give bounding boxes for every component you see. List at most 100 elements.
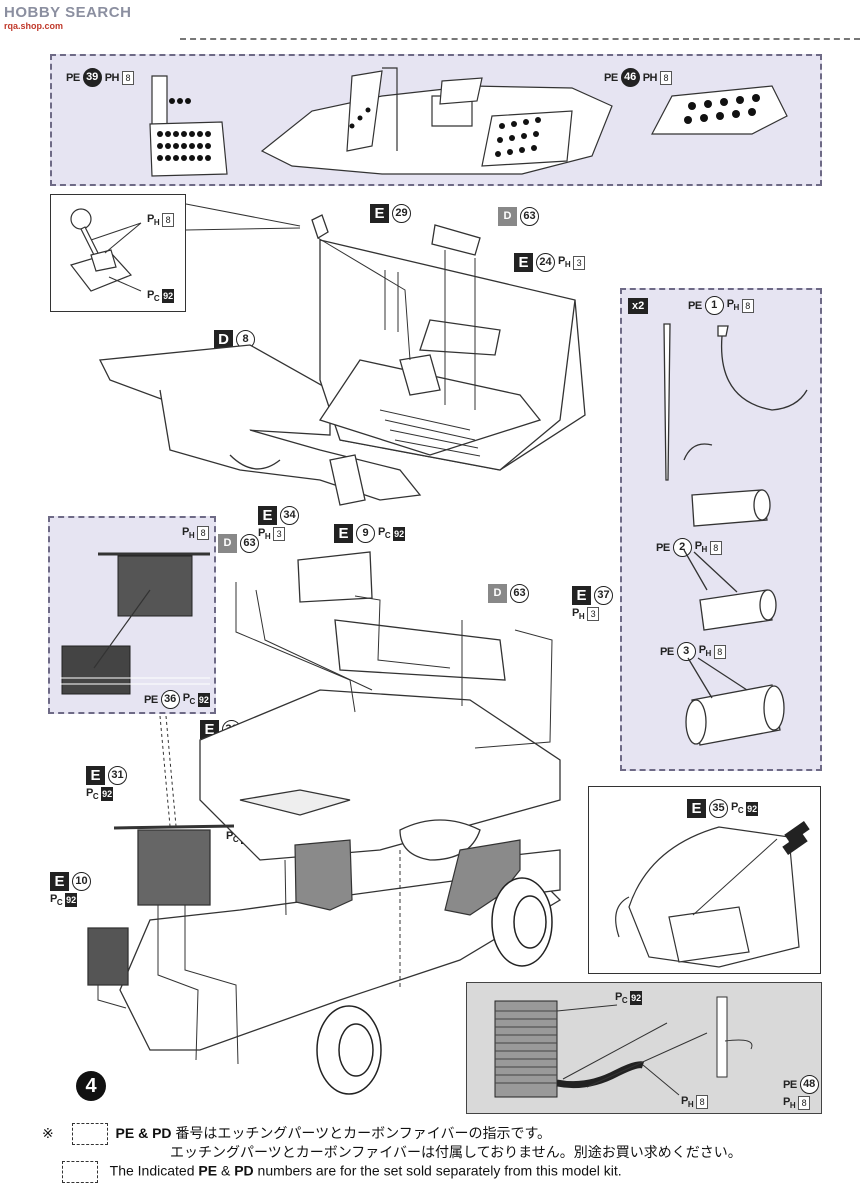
- part-number: 9: [356, 524, 375, 543]
- shifter-ph-label: PH 8: [147, 213, 175, 228]
- sprue-letter: E: [334, 524, 353, 543]
- part-number: 48: [799, 1075, 819, 1094]
- shifter-detail-frame: PH 8 PC 92: [50, 194, 186, 312]
- oil-cooler-panel: PC 92 PH 8 PE 48 PH 8: [466, 982, 822, 1114]
- paint-code: PH: [558, 255, 571, 270]
- footnote-line-2: エッチングパーツとカーボンファイバーは付属しておりません。別途お買い求めください…: [170, 1142, 742, 1162]
- top-rule: [180, 38, 860, 40]
- paint-number: 3: [573, 255, 586, 270]
- pe1-label: PE 1 PH 8: [688, 296, 754, 315]
- paint-code: PC: [86, 787, 99, 802]
- sprue-letter: E: [572, 586, 591, 605]
- footnote-en-prefix: The Indicated: [109, 1162, 195, 1179]
- footnote-en-suffix: numbers are for the set sold separately …: [257, 1162, 622, 1179]
- sprue-letter: E: [514, 253, 533, 272]
- paint-number: 8: [709, 540, 722, 555]
- paint-number: 8: [713, 644, 726, 659]
- paint-number: 8: [162, 213, 175, 228]
- paint-code: PH: [681, 1095, 694, 1110]
- pe36-label: PE 36 PC 92: [144, 690, 210, 709]
- paint-code: PH: [726, 298, 740, 313]
- paint-number: 92: [162, 289, 175, 304]
- sprue-letter: E: [86, 766, 105, 785]
- footnote-dash-box-2: [62, 1161, 98, 1183]
- bottom-ph8-label: PH 8: [681, 1095, 709, 1110]
- part-number: 63: [510, 584, 529, 603]
- paint-code: PH: [694, 540, 708, 555]
- paint-code: PH: [147, 213, 160, 228]
- part-d63-left: D 63: [218, 534, 259, 553]
- part-number: 3: [676, 642, 696, 661]
- part-number: 37: [594, 586, 613, 605]
- part-number: 31: [108, 766, 127, 785]
- radiator-mesh-drawing: [60, 552, 210, 695]
- footnote-en-pd: PD: [234, 1162, 254, 1179]
- sprue-letter: D: [488, 584, 507, 603]
- paint-code: PH: [698, 644, 712, 659]
- part-number: 63: [520, 207, 539, 226]
- part-d63-right: D 63: [488, 584, 529, 603]
- pe-prefix: PE: [783, 1078, 797, 1091]
- brake-duct-detail-frame: E 35 PC 92: [588, 786, 821, 974]
- pe-prefix: PE: [688, 299, 702, 312]
- part-number: 63: [240, 534, 259, 553]
- footnote-jp-line-1: 番号はエッチングパーツとカーボンファイバーの指示です。: [175, 1125, 552, 1141]
- paint-code: PC: [378, 526, 391, 541]
- paint-number: 92: [393, 526, 406, 541]
- top-right-label: PE 46 PH 8: [604, 68, 672, 87]
- paint-number: 92: [630, 991, 643, 1006]
- part-number: 39: [82, 68, 102, 87]
- right-detail-panel: x2 PE 1 PH 8 PE 2 PH 8 PE 3 PH 8: [620, 288, 822, 771]
- shifter-drawing: [69, 208, 142, 292]
- part-e24: E 24 PH 3: [514, 253, 586, 272]
- part-number: 46: [620, 68, 640, 87]
- pe-prefix: PE: [656, 541, 670, 554]
- pe48-label: PE 48 PH 8: [783, 1075, 819, 1110]
- paint-code: PC: [50, 893, 63, 908]
- paint-number: 8: [741, 298, 754, 313]
- footnote-jp-line-2: エッチングパーツとカーボンファイバーは付属しておりません。別途お買い求めください…: [170, 1144, 742, 1160]
- pe-prefix: PE: [604, 71, 618, 84]
- pe3-label: PE 3 PH 8: [660, 642, 726, 661]
- sprue-letter: D: [498, 207, 517, 226]
- top-left-label: PE 39 PH 8: [66, 68, 134, 87]
- watermark: HOBBY SEARCH rqa.shop.com: [4, 4, 131, 31]
- watermark-url: rqa.shop.com: [4, 21, 64, 31]
- brake-duct-drawing: [615, 821, 810, 968]
- top-detail-panel: PE 39 PH 8 PE 46 PH 8: [50, 54, 822, 186]
- footnote-en-pe: PE: [198, 1162, 218, 1179]
- shifter-pc-label: PC 92: [147, 289, 175, 304]
- footnote-line-1: ※ PE & PD 番号はエッチングパーツとカーボンファイバーの指示です。: [42, 1123, 552, 1146]
- part-e29: E 29: [370, 204, 411, 223]
- pe2-label: PE 2 PH 8: [656, 538, 722, 557]
- paint-number: 92: [65, 893, 78, 908]
- footnote-pe-pd: PE & PD: [115, 1125, 172, 1141]
- sprue-letter: E: [258, 506, 277, 525]
- sprue-letter: E: [687, 799, 706, 818]
- part-e37: E 37 PH 3: [572, 586, 613, 621]
- paint-number: 3: [273, 527, 286, 542]
- paint-code: PH: [104, 71, 120, 84]
- bottom-pc92-label: PC 92: [615, 991, 643, 1006]
- paint-number: 8: [798, 1096, 811, 1111]
- footnote-en-amp: &: [220, 1162, 231, 1179]
- paint-number: 92: [197, 692, 210, 707]
- pe-prefix: PE: [66, 71, 80, 84]
- part-number: 2: [672, 538, 692, 557]
- part-number: 24: [536, 253, 555, 272]
- part-number: 35: [709, 799, 728, 818]
- part-e34: E 34 PH 3: [258, 506, 299, 541]
- sprue-letter: E: [50, 872, 69, 891]
- paint-code: PC: [615, 991, 628, 1006]
- pe-prefix: PE: [660, 645, 674, 658]
- part-number: 29: [392, 204, 411, 223]
- sprue-letter: E: [370, 204, 389, 223]
- paint-number: 8: [696, 1095, 709, 1110]
- part-e9: E 9 PC 92: [334, 524, 406, 543]
- footnote-dash-box: [71, 1123, 108, 1146]
- watermark-brand: HOBBY SEARCH: [4, 4, 132, 21]
- paint-code: PC: [147, 289, 160, 304]
- footnote-mark: ※: [42, 1125, 54, 1141]
